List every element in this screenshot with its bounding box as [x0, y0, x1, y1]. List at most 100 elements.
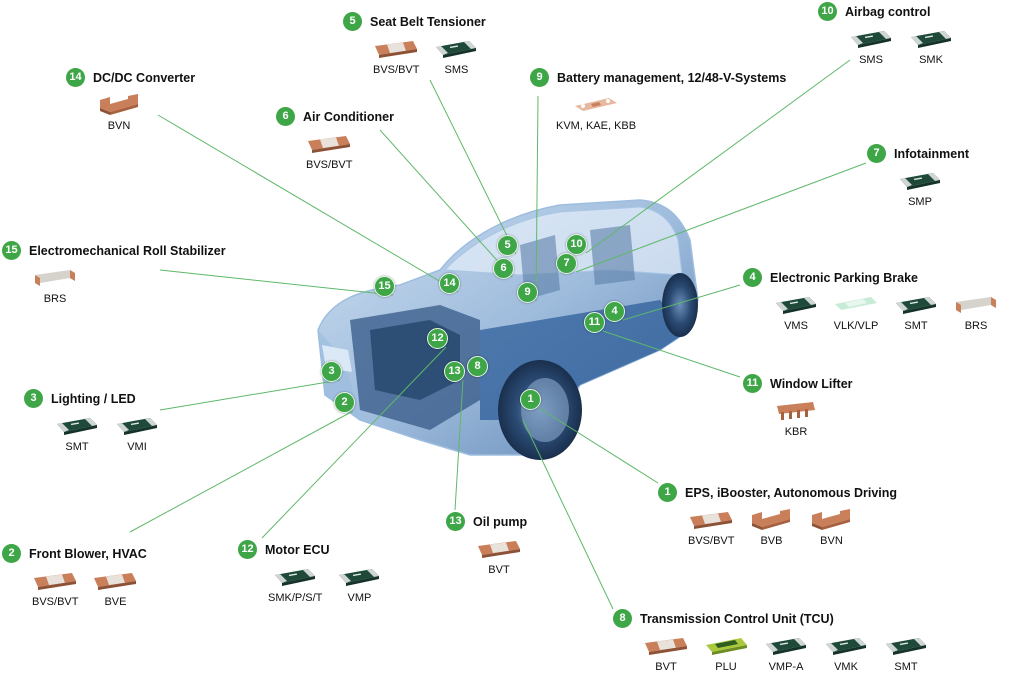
connector-line-3	[159, 379, 341, 411]
part-image	[433, 37, 479, 61]
shunt-resistor-icon	[478, 541, 520, 558]
connector-line-12	[261, 346, 447, 539]
part-image	[848, 27, 894, 51]
callout-title: Lighting / LED	[51, 391, 136, 406]
part-label: SMS	[859, 54, 883, 66]
connector-line-14	[157, 114, 459, 293]
part-image	[748, 508, 794, 532]
connector-line-6	[379, 129, 513, 278]
smd-chip-resistor-icon	[826, 638, 866, 655]
part-item: BVS/BVT	[688, 508, 734, 547]
callout-title: Transmission Control Unit (TCU)	[640, 611, 834, 626]
smd-chip-resistor-icon	[851, 31, 891, 48]
connector-line-15	[159, 269, 394, 296]
car-badge-7: 7	[556, 253, 577, 274]
car-badge-5: 5	[497, 235, 518, 256]
part-label: BVS/BVT	[373, 64, 420, 76]
part-item: SMT	[54, 414, 100, 453]
smd-chip-resistor-icon	[896, 297, 936, 314]
part-image	[54, 414, 100, 438]
connector-line-2	[129, 410, 354, 533]
copper-bent-shunt-icon	[752, 509, 791, 530]
part-image	[272, 565, 318, 589]
callout-title: Infotainment	[894, 146, 969, 161]
part-label: BVN	[820, 535, 843, 547]
part-image	[808, 508, 854, 532]
number-badge: 14	[66, 68, 85, 87]
parts-row: BVS/BVT	[306, 132, 394, 171]
number-badge: 4	[743, 268, 762, 287]
part-label: BVS/BVT	[306, 159, 353, 171]
part-label: SMP	[908, 196, 932, 208]
number-badge: 1	[658, 483, 677, 502]
part-label: VLK/VLP	[833, 320, 879, 332]
part-item: SMK	[908, 27, 954, 66]
car-badge-15: 15	[374, 276, 395, 297]
callout-header: 3 Lighting / LED	[24, 389, 160, 408]
callout-header: 12 Motor ECU	[238, 540, 382, 559]
connector-line-5	[429, 79, 517, 255]
part-image	[703, 634, 749, 658]
copper-bent-shunt-icon	[100, 94, 138, 115]
part-image	[306, 132, 352, 156]
part-image	[893, 293, 939, 317]
number-badge: 7	[867, 144, 886, 163]
callout-title: Motor ECU	[265, 542, 330, 557]
part-item: BVS/BVT	[373, 37, 419, 76]
number-badge: 3	[24, 389, 43, 408]
part-image	[953, 293, 999, 317]
number-badge: 9	[530, 68, 549, 87]
part-item: BVN	[96, 93, 142, 132]
connector-line-7	[575, 162, 867, 273]
smd-chip-resistor-icon	[339, 569, 380, 586]
callout-title: Airbag control	[845, 4, 931, 19]
part-image	[763, 634, 809, 658]
callout-header: 10 Airbag control	[818, 2, 954, 21]
part-label: VMP	[347, 592, 372, 604]
parts-row: KVM, KAE, KBB	[556, 93, 786, 132]
number-badge: 10	[818, 2, 837, 21]
part-label: BVT	[488, 564, 510, 576]
part-image	[897, 169, 943, 193]
part-label: VMP-A	[768, 661, 804, 673]
part-item: SMS	[433, 37, 479, 76]
copper-bent-shunt-icon	[812, 509, 851, 530]
parts-row: SMS SMK	[848, 27, 954, 66]
part-label: SMT	[65, 441, 89, 453]
connector-line-4	[622, 284, 741, 321]
shunt-resistor-icon	[645, 638, 687, 655]
green-pcb-resistor-icon	[706, 638, 747, 655]
callout-title: Oil pump	[473, 514, 528, 529]
number-badge: 12	[238, 540, 257, 559]
rear-wheel	[662, 273, 698, 337]
number-badge: 2	[2, 544, 21, 563]
part-label: BRS	[43, 293, 67, 305]
part-item: PLU	[703, 634, 749, 673]
part-image	[773, 293, 819, 317]
callout-header: 7 Infotainment	[867, 144, 969, 163]
smd-chip-resistor-icon	[776, 297, 816, 314]
part-item: BRS	[953, 293, 999, 332]
car-badge-11: 11	[584, 312, 605, 333]
part-label: BVS/BVT	[688, 535, 735, 547]
part-item: BVT	[643, 634, 689, 673]
car-badge-4: 4	[604, 301, 625, 322]
part-image	[823, 634, 869, 658]
part-item: SMT	[893, 293, 939, 332]
part-image	[32, 266, 78, 290]
part-item: BVS/BVT	[306, 132, 352, 171]
